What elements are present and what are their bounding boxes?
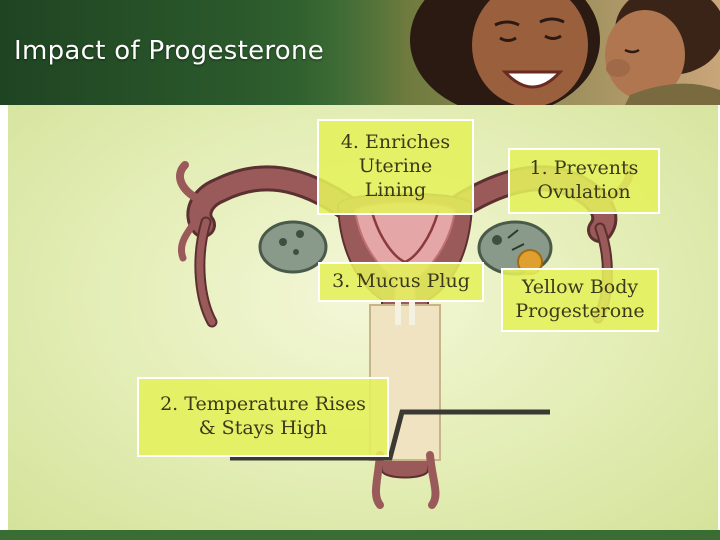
footer-bar xyxy=(0,530,720,540)
mother-child-photo xyxy=(300,0,720,105)
label-temperature: 2. Temperature Rises & Stays High xyxy=(137,377,389,457)
label-enriches-lining: 4. Enriches Uterine Lining xyxy=(317,119,474,215)
slide-title: Impact of Progesterone xyxy=(14,36,325,66)
label-mucus-plug: 3. Mucus Plug xyxy=(318,262,484,302)
label-prevents-ovulation: 1. Prevents Ovulation xyxy=(508,148,660,214)
header-banner: Impact of Progesterone xyxy=(0,0,720,105)
label-yellow-body: Yellow Body Progesterone xyxy=(501,268,659,332)
